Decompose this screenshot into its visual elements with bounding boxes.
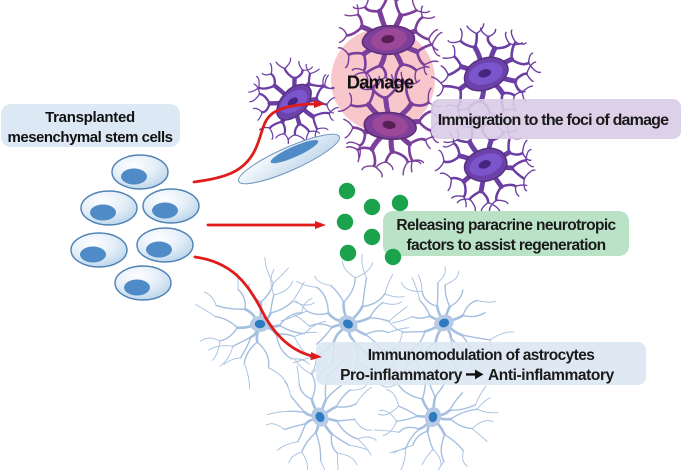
svg-text:Damage: Damage [347,72,414,93]
svg-text:factors to assist regeneration: factors to assist regeneration [406,237,605,254]
svg-text:Pro-inflammatory: Pro-inflammatory [340,367,463,384]
svg-text:Anti-inflammatory: Anti-inflammatory [488,367,615,384]
svg-text:Transplanted: Transplanted [45,109,135,126]
svg-text:Immigration to the foci of dam: Immigration to the foci of damage [438,112,669,129]
svg-text:Immunomodulation of astrocytes: Immunomodulation of astrocytes [368,347,595,364]
svg-text:mesenchymal stem cells: mesenchymal stem cells [8,129,173,146]
svg-text:Releasing paracrine neurotropi: Releasing paracrine neurotropic [396,217,616,234]
